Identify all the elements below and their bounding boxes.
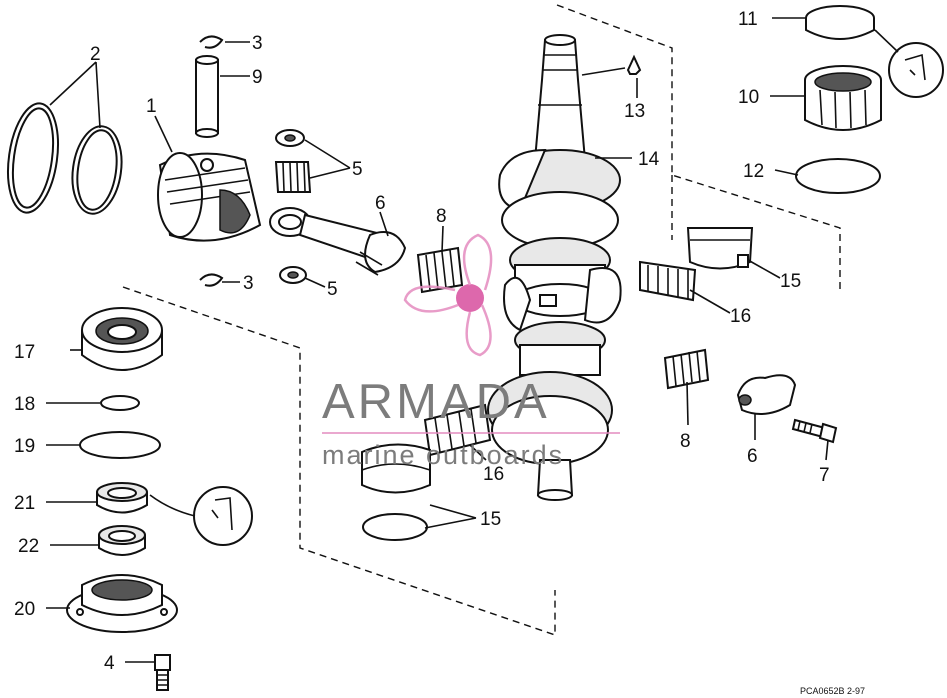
callout-5-lower: 5 (327, 279, 338, 300)
lower-bearing-group-frame (122, 286, 556, 636)
leader-lines (46, 17, 899, 663)
watermark-tagline: marine outboards (322, 440, 564, 470)
callout-15-lower: 15 (480, 509, 501, 530)
lower-seal-inner (98, 525, 146, 556)
main-needle-bearing-lower (423, 403, 492, 457)
callout-3-lower: 3 (243, 273, 254, 294)
rod-needle-bearing-lower (663, 348, 710, 390)
connecting-rod (269, 207, 407, 276)
seal-detail-circle (149, 486, 253, 546)
callout-20: 20 (14, 599, 35, 620)
pin-clip-upper (199, 35, 224, 49)
upper-roller-bearing (804, 65, 882, 131)
callout-5-upper: 5 (352, 159, 363, 180)
crankshaft (487, 34, 622, 501)
pin-clip-lower (199, 273, 224, 287)
lower-seal-outer (96, 482, 148, 514)
callout-10: 10 (738, 87, 759, 108)
drawing-code: PCA0652B 2-97 (800, 686, 865, 696)
callout-17: 17 (14, 342, 35, 363)
upper-o-ring (795, 158, 881, 194)
main-bearing-half-upper (686, 227, 754, 270)
sealant-detail-circle (888, 42, 944, 98)
callout-15-upper: 15 (780, 271, 801, 292)
callout-9: 9 (252, 67, 263, 88)
callout-13: 13 (624, 101, 645, 122)
main-bearing-half-lower (361, 443, 431, 541)
callout-6-upper: 6 (375, 193, 386, 214)
callout-14: 14 (638, 149, 660, 170)
watermark-propeller-logo (403, 233, 493, 357)
small-o-ring (100, 395, 140, 411)
callout-7: 7 (819, 465, 830, 486)
housing-screw (154, 654, 171, 691)
watermark-brand: ARMADA (322, 375, 550, 429)
piston-pin (195, 55, 219, 138)
callout-4: 4 (104, 653, 115, 674)
callout-3-upper: 3 (252, 33, 263, 54)
callout-19: 19 (14, 436, 35, 457)
callout-21: 21 (14, 493, 35, 514)
callout-16-lower: 16 (483, 464, 504, 485)
piston (157, 152, 262, 242)
piston-rings (7, 102, 123, 215)
callout-18: 18 (14, 394, 35, 415)
crankshaft-group-frame (556, 4, 841, 290)
callout-6-lower: 6 (747, 446, 758, 467)
callout-11: 11 (738, 9, 758, 30)
callout-8-lower: 8 (680, 431, 691, 452)
callout-2: 2 (90, 44, 101, 65)
callout-12: 12 (743, 161, 764, 182)
callout-8-upper: 8 (436, 206, 447, 227)
connecting-rod-cap (736, 374, 797, 415)
main-needle-bearing-upper (639, 260, 697, 302)
crank-seal-ring (805, 5, 875, 40)
crankshaft-key (626, 54, 642, 75)
piston-pin-bearing (274, 129, 312, 284)
rod-cap-screw (791, 418, 838, 444)
callout-1: 1 (146, 96, 157, 117)
callout-22: 22 (18, 536, 39, 557)
rod-needle-bearing-upper (416, 246, 464, 294)
lower-ball-bearing (81, 307, 163, 371)
callout-16-upper: 16 (730, 306, 751, 327)
lower-bearing-housing (66, 574, 178, 633)
callout-labels: 2 3 9 1 5 6 8 3 5 13 14 11 10 12 15 16 1… (14, 9, 830, 674)
large-o-ring (79, 431, 161, 459)
